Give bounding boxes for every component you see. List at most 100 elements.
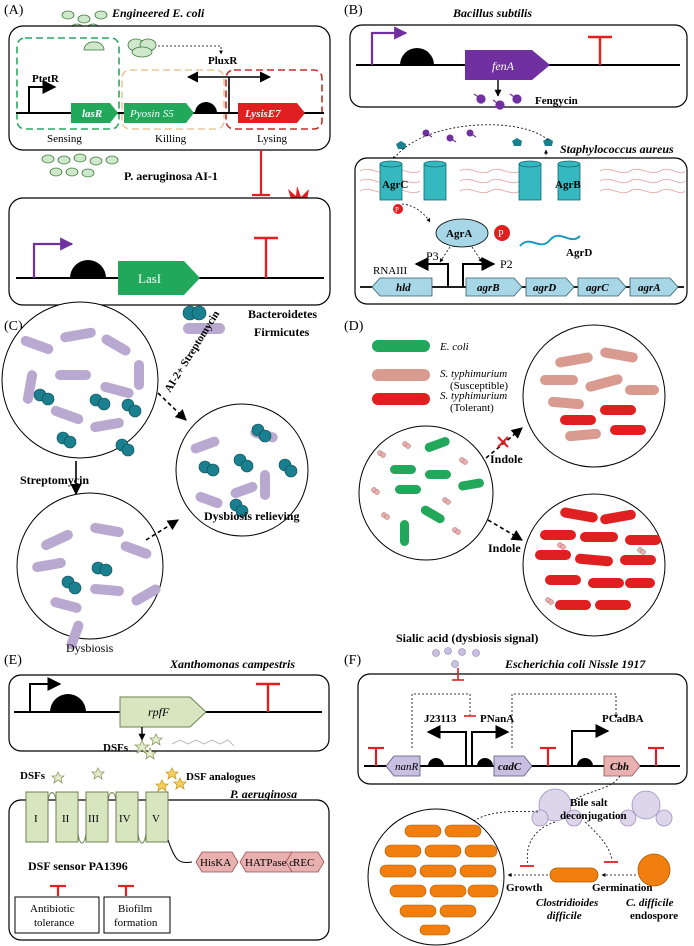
legend-firmicutes: Firmicutes: [254, 325, 310, 339]
gene-hld: hld: [396, 282, 411, 294]
indole-label-top: Indole: [490, 452, 523, 466]
bile-label-2: deconjugation: [560, 810, 627, 822]
antibiotic-label-1: Antibiotic: [30, 903, 75, 915]
biofilm-label-2: formation: [114, 917, 158, 929]
rbs-icon-f1: [428, 758, 444, 766]
rbs-icon-a1: [195, 102, 217, 113]
spore-label-2: endospore: [630, 910, 678, 922]
p2-label: P2: [500, 257, 513, 271]
fena-label: fenA: [492, 59, 515, 73]
tm-4: IV: [119, 813, 131, 825]
rpff-gene: [119, 696, 207, 728]
ai2-strep-label: AI-2+ Streptomycin: [162, 309, 222, 395]
inhibition-f: [520, 861, 618, 867]
sialic-acid-label: Sialic acid (dysbiosis signal): [396, 631, 538, 645]
legend-ecoli: E. coli: [439, 341, 469, 353]
agra-label: AgrA: [446, 228, 472, 240]
coculture-bacteria: [371, 437, 484, 546]
panel-f-label: (F): [344, 653, 361, 668]
pcadba-label: PCadBA: [602, 713, 644, 725]
pyocin-cluster-icon: [127, 38, 157, 58]
gene-agra: agrA: [638, 282, 661, 294]
lysing-module-box: [225, 69, 323, 130]
tm-1: I: [34, 813, 38, 825]
fengycin-label: Fengycin: [535, 95, 578, 107]
outcome-bottom-bacteria: [535, 507, 661, 610]
panel-d-label: (D): [344, 319, 364, 334]
ecoli-cell-box: [8, 25, 331, 151]
p3-promoter-arrow: [414, 257, 449, 287]
cadc-gene: [493, 755, 533, 777]
bile-entry-arrow: [462, 810, 539, 833]
promoter-arrow-e: [29, 677, 62, 712]
panel-a-title: Engineered E. coli: [111, 6, 205, 20]
pluxr-regulation-line: [158, 45, 223, 55]
tm-2: II: [62, 813, 70, 825]
to-growth-line: [526, 821, 556, 865]
pcadba-promoter-arrow: [571, 724, 610, 766]
fena-gene: [465, 50, 550, 80]
fengycin-molecules: [473, 93, 522, 110]
dsfs-label-1: DSFs: [103, 742, 129, 754]
bile-salt-molecules: [531, 788, 673, 827]
panel-b-label: (B): [344, 3, 363, 18]
panel-d: (D) E. coli S. typhimurium (Susceptible)…: [344, 319, 666, 637]
inhibition-e: [50, 884, 134, 896]
panel-e-title: Xanthomonas campestris: [169, 657, 295, 671]
terminator-a: [254, 236, 278, 278]
agrc-phospho-icon: [393, 204, 403, 214]
promoter-arrow-b: [370, 26, 408, 65]
dysbiosis-relieving-label: Dysbiosis relieving: [204, 509, 299, 523]
lasr-label: lasR: [82, 108, 102, 120]
blocked-icon: [497, 436, 509, 448]
legend-tolerant-name: S. typhimurium: [440, 390, 507, 402]
antibiotic-label-2: tolerance: [34, 917, 74, 929]
panel-b: (B) Bacillus subtilis fenA Fengycin: [344, 3, 688, 305]
cdiff-vegetative: [549, 867, 599, 883]
bacteria-top: [20, 327, 144, 457]
panel-c: (C) Bacteroidetes Firmicutes: [1, 301, 317, 655]
pluxr-label: PluxR: [208, 55, 238, 67]
agrc-label: AgrC: [382, 179, 408, 191]
rbs-icon-b: [400, 48, 434, 65]
agrb-label: AgrB: [555, 179, 581, 191]
membrane-b: [359, 168, 686, 194]
rec-label: REC: [293, 857, 314, 869]
ai2-strep-arrow: [157, 392, 187, 421]
cbh-action-line: [573, 775, 621, 801]
lysise7-gene: [238, 103, 305, 123]
sensing-module-box: [16, 37, 120, 130]
ai1-label: P. aeruginosa AI-1: [124, 169, 218, 183]
p3-label: P3: [426, 249, 439, 263]
agr-operon: [371, 277, 679, 297]
p2-promoter-arrow: [462, 257, 496, 287]
agra-protein: [435, 218, 489, 248]
legend-ecoli-icon: [372, 340, 430, 352]
pyocin-protein-icon: [83, 41, 105, 51]
j23113-promoter-arrow: [426, 725, 467, 766]
growth-label: Growth: [506, 882, 542, 894]
dsf-stars-2: [51, 767, 105, 784]
saureus-title: Staphylococcus aureus: [560, 142, 674, 156]
terminator-b: [588, 35, 612, 65]
agra-phospho-icon: [494, 225, 510, 241]
rbs-icon-e: [50, 694, 86, 712]
hatpase-label: HATPase c: [245, 857, 294, 869]
bacteria-right: [190, 423, 298, 518]
rnaiii-label: RNAIII: [373, 265, 408, 277]
to-germination-line: [584, 821, 613, 861]
cdiff-label-1: Clostridioides: [536, 897, 598, 909]
panel-e: (E) Xanthomonas campestris rpfF DSFs DSF…: [4, 653, 330, 941]
legend-firmicutes-icon: [183, 323, 225, 334]
legend-tolerant-sub: (Tolerant): [450, 402, 494, 414]
tm-3: III: [88, 813, 99, 825]
tm-domains: [25, 791, 169, 844]
legend-tolerant-icon: [372, 393, 430, 405]
dsfs-label-2: DSFs: [20, 770, 46, 782]
floating-molecules-b: [396, 129, 553, 149]
bile-label-1: Bile salt: [570, 797, 608, 809]
indole-label-bottom: Indole: [488, 541, 521, 555]
agrc-phospho-p: P: [395, 206, 399, 214]
dysbiosis-label: Dysbiosis: [66, 641, 114, 655]
spore-label-1: C. difficile: [626, 897, 674, 909]
